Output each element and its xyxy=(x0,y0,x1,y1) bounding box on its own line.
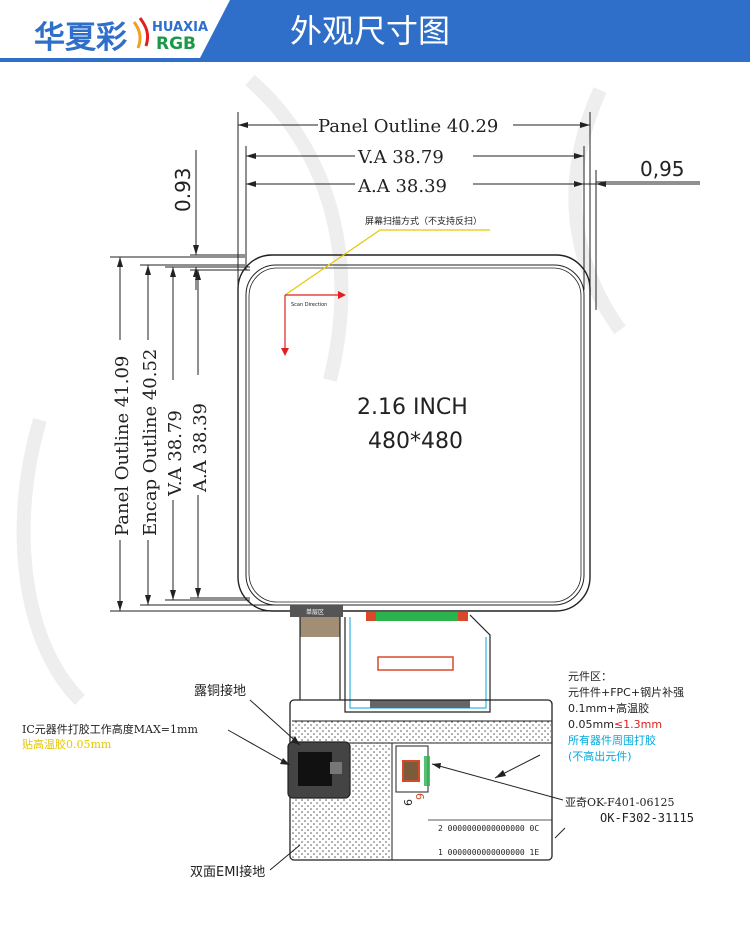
dim-va-height: V.A 38.79 xyxy=(165,410,186,497)
screen-resolution-label: 480*480 xyxy=(368,429,463,454)
small-num-6: 6 xyxy=(402,799,415,806)
dim-side-gap: 0,95 xyxy=(640,157,685,181)
dim-aa-width: A.A 38.39 xyxy=(357,176,447,197)
component-line-3a: 0.05mm xyxy=(568,718,614,731)
dimension-drawing: Panel Outline 40.29 V.A 38.79 A.A 38.39 … xyxy=(16,74,700,880)
dim-top-gap: 0.93 xyxy=(171,167,195,212)
scan-note: 屏幕扫描方式（不支持反扫） xyxy=(365,215,482,227)
logo-chinese: 华夏彩 xyxy=(34,20,127,56)
connector-model-1: 亚奇OK-F401-06125 xyxy=(565,796,675,809)
connector-model-2: OK-F302-31115 xyxy=(600,811,694,825)
pin-row-1: 1 0000000000000000 1E xyxy=(438,848,539,857)
ic-glue-note: IC元器件打胶工作高度MAX=1mm xyxy=(22,722,198,736)
component-area-title: 元件区： xyxy=(568,670,612,683)
stiffener-board: 6 9 2 0000000000000000 0C 1 000000000000… xyxy=(287,699,553,861)
header-banner: 华夏彩 HUAXIA RGB 外观尺寸图 xyxy=(0,0,750,64)
fpc-label: 单层区 xyxy=(306,608,324,616)
svg-text:0.05mm≤1.3mm: 0.05mm≤1.3mm xyxy=(568,718,662,731)
dim-panel-outline-width: Panel Outline 40.29 xyxy=(318,116,498,137)
component-line-3b: ≤1.3mm xyxy=(614,718,662,731)
component-line-4: 所有器件周围打胶 xyxy=(568,733,656,747)
scan-direction-annotation: 屏幕扫描方式（不支持反扫） Scan Direction xyxy=(281,215,490,356)
component-line-2: 0.1mm+高温胶 xyxy=(568,701,649,715)
emi-ground-label: 双面EMI接地 xyxy=(190,864,265,880)
page-title: 外观尺寸图 xyxy=(290,12,450,50)
dim-encap-outline-height: Encap Outline 40.52 xyxy=(140,349,161,536)
logo-huaxia: HUAXIA xyxy=(152,20,208,35)
dim-aa-height: A.A 38.39 xyxy=(190,403,211,493)
fpc-cable: 单层区 xyxy=(290,605,491,713)
pin-row-2: 2 0000000000000000 0C xyxy=(438,824,539,833)
component-line-1: 元件件+FPC+钢片补强 xyxy=(568,686,684,699)
watermark xyxy=(16,74,626,705)
component-line-5: (不高出元件) xyxy=(568,749,632,763)
small-num-9: 9 xyxy=(414,793,427,800)
company-logo: 华夏彩 HUAXIA RGB xyxy=(34,17,208,56)
dim-va-width: V.A 38.79 xyxy=(357,147,444,168)
logo-rgb: RGB xyxy=(156,34,196,54)
screen-size-label: 2.16 INCH xyxy=(357,395,468,420)
ic-tape-note: 贴高温胶0.05mm xyxy=(22,737,112,751)
scan-direction-label: Scan Direction xyxy=(291,302,327,308)
copper-ground-label: 露铜接地 xyxy=(194,683,246,699)
callouts xyxy=(227,699,566,871)
panel-outline xyxy=(237,254,591,612)
dim-panel-outline-height: Panel Outline 41.09 xyxy=(112,356,133,536)
